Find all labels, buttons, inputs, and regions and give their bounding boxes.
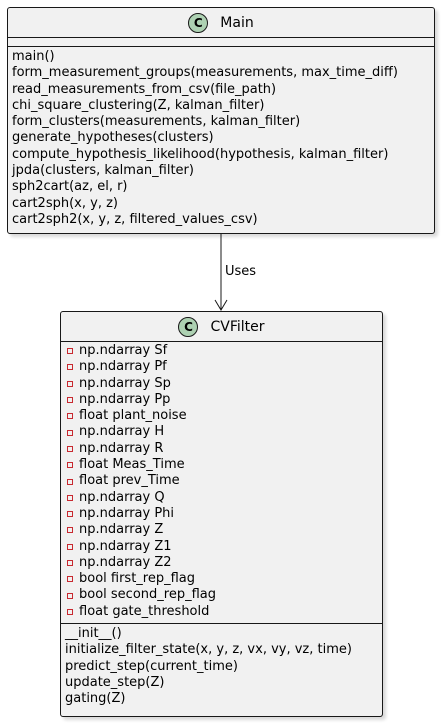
uses-label: Uses xyxy=(225,264,257,279)
method-item: __init__() xyxy=(65,626,122,642)
method-item: sph2cart(az, el, r) xyxy=(12,179,128,195)
method-item: predict_step(current_time) xyxy=(65,658,238,674)
method-item: generate_hypotheses(clusters) xyxy=(12,130,214,146)
main-methods-list: main() form_measurement_groups(measureme… xyxy=(8,47,434,230)
attribute-item: np.ndarray R xyxy=(61,441,382,457)
attribute-item: np.ndarray Pf xyxy=(61,359,382,375)
attribute-text: bool second_rep_flag xyxy=(79,587,216,603)
method-item: gating(Z) xyxy=(65,691,126,707)
method-item: form_measurement_groups(measurements, ma… xyxy=(12,65,398,81)
private-visibility-icon xyxy=(67,462,73,469)
cvfilter-attributes-divider xyxy=(61,341,382,342)
private-visibility-icon xyxy=(67,397,73,404)
private-visibility-icon xyxy=(67,348,73,355)
class-icon: C xyxy=(178,316,199,337)
attribute-item: np.ndarray Z2 xyxy=(61,555,382,571)
attribute-text: np.ndarray Pf xyxy=(79,359,167,375)
attribute-text: np.ndarray Pp xyxy=(79,391,171,407)
main-class-header: C Main xyxy=(8,8,434,37)
private-visibility-icon xyxy=(67,592,73,599)
main-attributes-divider xyxy=(8,37,434,38)
method-item: compute_hypothesis_likelihood(hypothesis… xyxy=(12,146,389,162)
private-visibility-icon xyxy=(67,445,73,452)
attribute-text: np.ndarray Sf xyxy=(79,343,168,358)
method-item: cart2sph2(x, y, z, filtered_values_csv) xyxy=(12,211,258,227)
attribute-text: float Meas_Time xyxy=(79,457,185,473)
cvfilter-class-header: C CVFilter xyxy=(61,312,382,341)
attribute-text: np.ndarray Q xyxy=(79,489,165,505)
attribute-item: np.ndarray Q xyxy=(61,490,382,506)
attribute-item: float Meas_Time xyxy=(61,457,382,473)
private-visibility-icon xyxy=(67,608,73,615)
cvfilter-methods-divider xyxy=(61,623,382,625)
attribute-text: np.ndarray Phi xyxy=(79,505,175,521)
attribute-item: np.ndarray Z1 xyxy=(61,539,382,555)
attribute-text: np.ndarray Z xyxy=(79,522,164,538)
private-visibility-icon xyxy=(67,543,73,550)
attribute-text: np.ndarray R xyxy=(79,440,164,456)
attribute-text: np.ndarray Z1 xyxy=(79,538,172,554)
method-item: update_step(Z) xyxy=(65,674,165,690)
private-visibility-icon xyxy=(67,560,73,566)
method-item: initialize_filter_state(x, y, z, vx, vy,… xyxy=(65,642,352,658)
attribute-item: np.ndarray Phi xyxy=(61,506,382,522)
attribute-text: bool first_rep_flag xyxy=(79,571,196,587)
class-icon: C xyxy=(188,12,209,33)
method-item: form_clusters(measurements, kalman_filte… xyxy=(12,114,301,130)
attribute-item: float gate_threshold xyxy=(61,604,382,620)
attribute-text: np.ndarray H xyxy=(79,424,165,440)
private-visibility-icon xyxy=(67,413,73,420)
method-item: cart2sph(x, y, z) xyxy=(12,195,118,211)
private-visibility-icon xyxy=(67,380,73,387)
main-class-box[interactable]: C Main main() form_measurement_groups(me… xyxy=(7,7,435,234)
private-visibility-icon xyxy=(67,364,73,371)
cvfilter-methods-list: __init__() initialize_filter_state(x, y,… xyxy=(61,624,382,709)
attribute-item: bool second_rep_flag xyxy=(61,587,382,603)
method-item: chi_square_clustering(Z, kalman_filter) xyxy=(12,97,265,113)
main-class-title: Main xyxy=(220,14,254,31)
private-visibility-icon xyxy=(67,576,73,583)
attribute-item: bool first_rep_flag xyxy=(61,571,382,587)
private-visibility-icon xyxy=(67,527,73,534)
private-visibility-icon xyxy=(67,511,73,518)
cvfilter-class-title: CVFilter xyxy=(210,318,265,335)
attribute-item: np.ndarray Sf xyxy=(61,343,382,359)
private-visibility-icon xyxy=(67,478,73,485)
private-visibility-icon xyxy=(67,494,73,501)
attribute-text: float prev_Time xyxy=(79,473,180,489)
attribute-item: np.ndarray H xyxy=(61,424,382,440)
cvfilter-attributes-list: np.ndarray Sf np.ndarray Pf np.ndarray S… xyxy=(61,342,382,623)
attribute-text: np.ndarray Z2 xyxy=(79,554,172,570)
attribute-text: float gate_threshold xyxy=(79,603,210,619)
attribute-text: float plant_noise xyxy=(79,408,187,424)
attribute-item: float prev_Time xyxy=(61,473,382,489)
method-item: main() xyxy=(12,49,55,64)
method-item: jpda(clusters, kalman_filter) xyxy=(12,163,194,179)
main-attributes-section xyxy=(8,38,434,46)
attribute-item: np.ndarray Sp xyxy=(61,376,382,392)
attribute-text: np.ndarray Sp xyxy=(79,375,171,391)
uses-arrow-head xyxy=(214,299,228,311)
main-methods-divider xyxy=(8,46,434,47)
method-item: read_measurements_from_csv(file_path) xyxy=(12,81,277,97)
cvfilter-class-box[interactable]: C CVFilter np.ndarray Sf np.ndarray Pf n… xyxy=(60,311,383,717)
attribute-item: np.ndarray Pp xyxy=(61,392,382,408)
private-visibility-icon xyxy=(67,429,73,436)
attribute-item: np.ndarray Z xyxy=(61,522,382,538)
attribute-item: float plant_noise xyxy=(61,408,382,424)
